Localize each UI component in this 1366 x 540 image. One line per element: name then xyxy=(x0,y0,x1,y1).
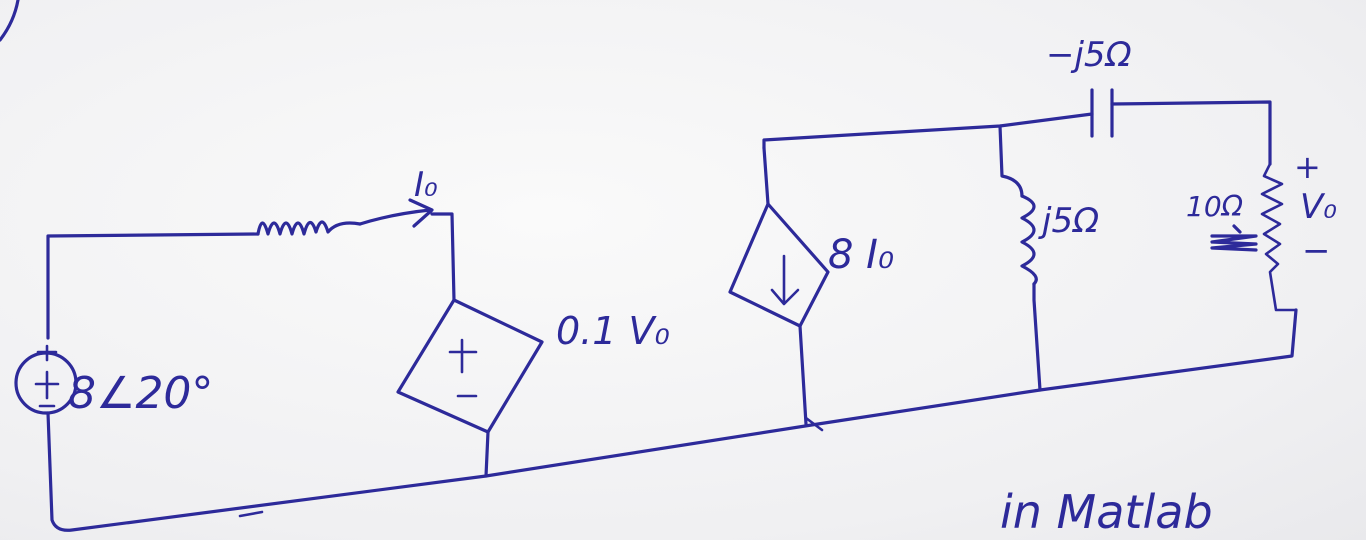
voltage-source-plus xyxy=(34,370,60,400)
wire-dep-source-down xyxy=(484,430,490,478)
wire-inductor-down xyxy=(1032,282,1042,392)
scribble-mark xyxy=(1210,224,1258,252)
wire-left-bottom xyxy=(46,308,1298,532)
dependent-voltage-source xyxy=(396,298,544,434)
vo-label: V₀ xyxy=(1300,187,1337,227)
inductor-coils xyxy=(1020,194,1038,286)
source-value-label: 8∠20° xyxy=(68,368,213,419)
dependent-current-wire-top xyxy=(762,146,770,206)
bottom-note: in Matlab xyxy=(1000,485,1213,539)
inductor-label: j5Ω xyxy=(1038,201,1099,241)
dependent-voltage-plus xyxy=(448,338,478,374)
resistor-left xyxy=(256,220,362,236)
dependent-current-source xyxy=(728,202,830,328)
vo-minus-sign: − xyxy=(1302,231,1331,271)
current-io-label: I₀ xyxy=(414,165,438,205)
resistor-right-label: 10Ω xyxy=(1186,190,1244,223)
wire-inductor-top xyxy=(998,124,1024,198)
voltage-source-plus-top xyxy=(36,344,58,362)
dependent-voltage-label: 0.1 V₀ xyxy=(556,309,670,353)
stray-mark xyxy=(238,510,264,518)
wire-capacitor-right xyxy=(1110,100,1272,166)
capacitor-label: −j5Ω xyxy=(1046,35,1132,75)
current-arrow-io xyxy=(358,198,434,228)
wire-right-top xyxy=(762,112,1094,150)
wire-right-of-resistor xyxy=(430,212,456,302)
resistor-right xyxy=(1260,162,1298,312)
node-tick xyxy=(804,416,824,432)
dependent-current-arrow xyxy=(770,254,800,306)
wire-dep-current-down xyxy=(798,324,808,426)
vo-plus-sign: + xyxy=(1294,148,1321,186)
wire-left-top xyxy=(46,232,260,340)
partial-arc xyxy=(0,0,20,42)
dependent-current-label: 8 I₀ xyxy=(828,232,894,278)
